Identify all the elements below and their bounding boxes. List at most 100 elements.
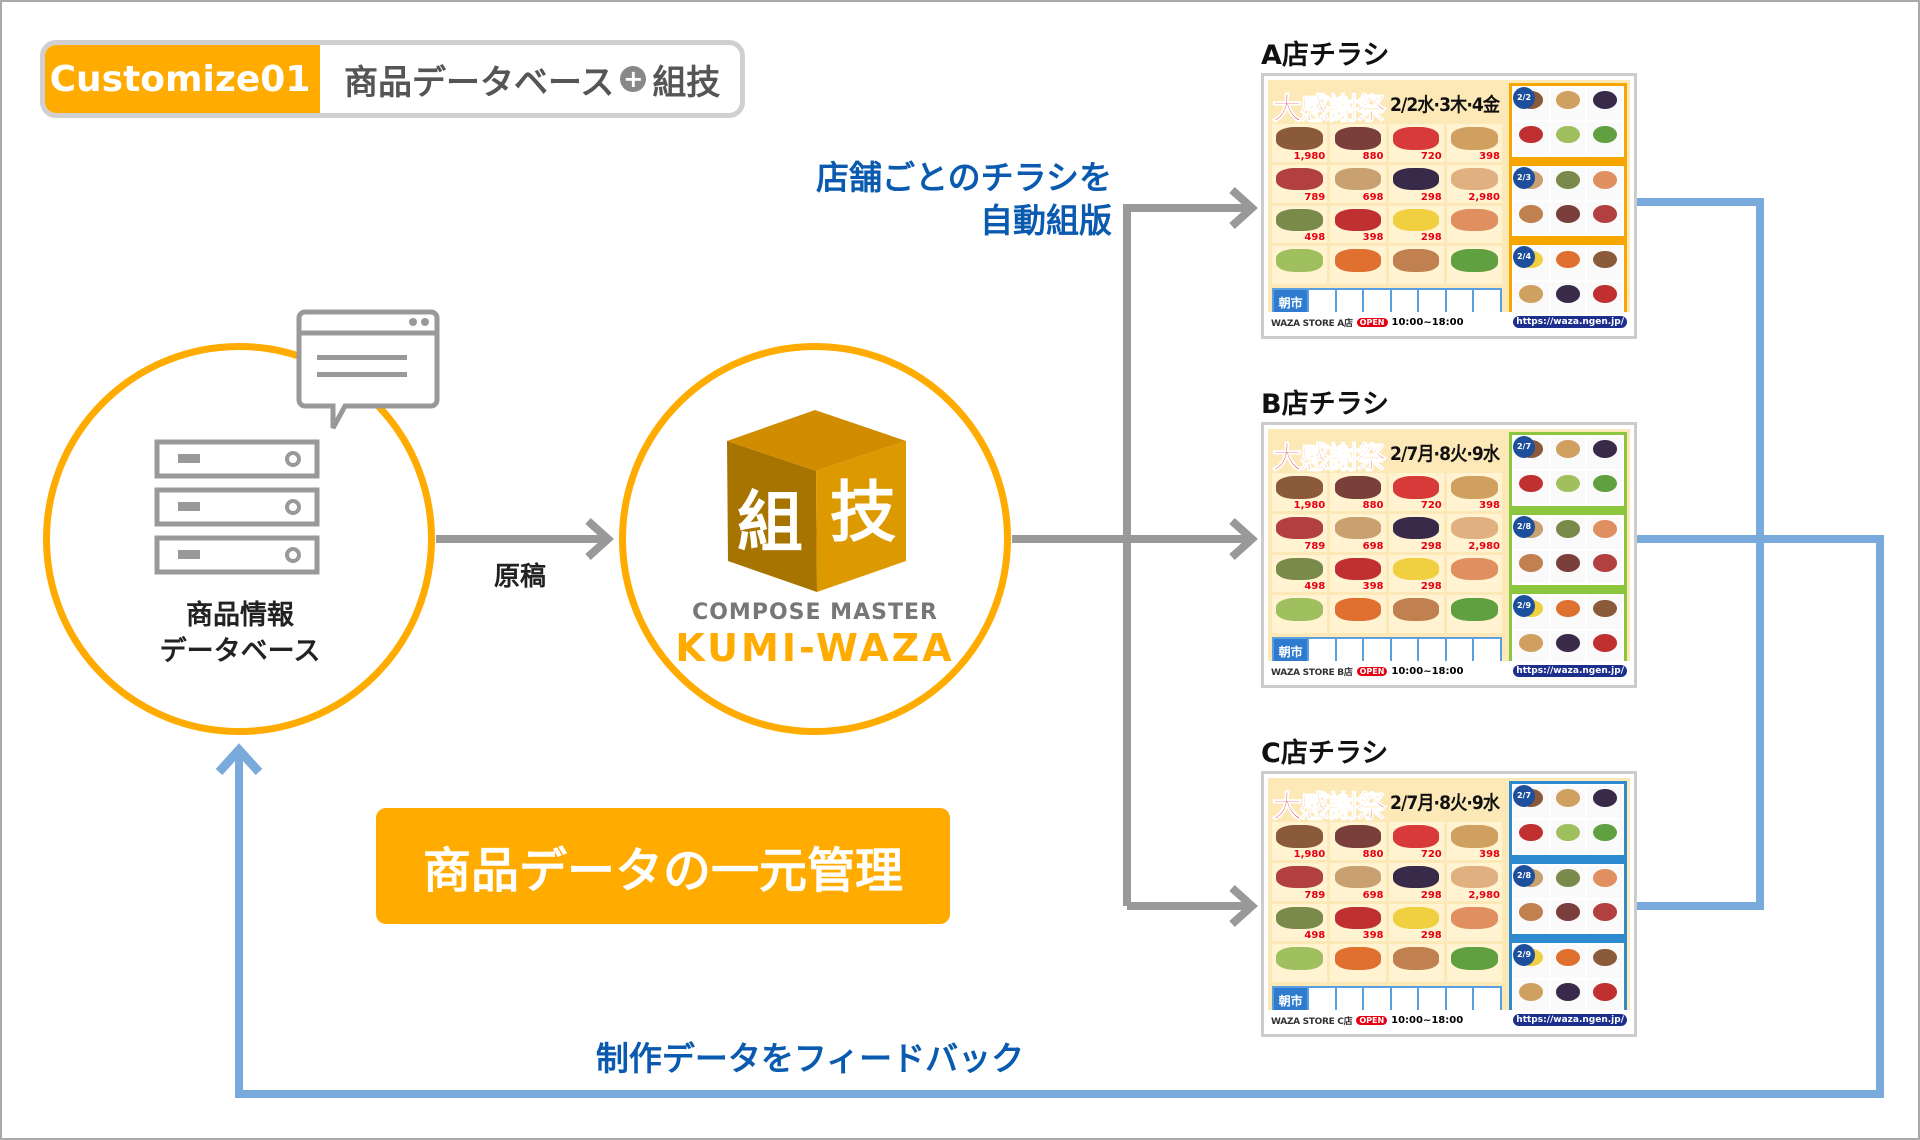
product-photo bbox=[1555, 474, 1581, 493]
open-badge: OPEN bbox=[1356, 666, 1388, 676]
store-name: WAZA STORE C店 bbox=[1271, 1016, 1353, 1027]
price-label: 2,980 bbox=[1468, 540, 1500, 552]
product-cell bbox=[1587, 122, 1622, 155]
product-photo bbox=[1334, 167, 1382, 191]
product-tile: 2,980 bbox=[1446, 513, 1502, 552]
product-cell bbox=[1514, 630, 1549, 664]
product-photo bbox=[1451, 825, 1498, 848]
product-tile: 298 bbox=[1388, 862, 1444, 901]
strip-item bbox=[1364, 988, 1390, 1014]
product-tile: 498 bbox=[1272, 554, 1328, 593]
product-tile: 498 bbox=[1272, 903, 1328, 942]
price-label: 498 bbox=[1304, 930, 1326, 942]
product-cell bbox=[1550, 596, 1586, 629]
strip-item bbox=[1419, 988, 1445, 1014]
product-photo bbox=[1334, 516, 1382, 540]
product-photo bbox=[1519, 903, 1544, 922]
product-photo bbox=[1334, 557, 1382, 581]
product-photo bbox=[1334, 906, 1382, 930]
product-cell bbox=[1587, 820, 1622, 853]
product-cell bbox=[1514, 900, 1549, 933]
product-cell bbox=[1587, 596, 1622, 629]
product-photo bbox=[1555, 982, 1581, 1001]
product-tile bbox=[1446, 205, 1502, 244]
price-label: 1,980 bbox=[1293, 499, 1326, 511]
strip-item bbox=[1336, 988, 1363, 1014]
product-tile: 698 bbox=[1330, 164, 1386, 203]
product-tile: 1,980 bbox=[1272, 822, 1328, 860]
product-cell bbox=[1587, 516, 1622, 549]
product-tile: 789 bbox=[1272, 862, 1328, 901]
product-cell bbox=[1550, 865, 1586, 898]
plus-icon: + bbox=[620, 66, 647, 92]
product-cell bbox=[1550, 247, 1586, 280]
day-badge: 2/8 bbox=[1513, 864, 1535, 887]
day-panel: 2/7 bbox=[1509, 781, 1627, 858]
product-photo bbox=[1276, 906, 1323, 930]
product-photo bbox=[1451, 127, 1498, 150]
day-panel: 2/3 bbox=[1509, 162, 1627, 240]
product-photo bbox=[1555, 170, 1581, 189]
product-tile: 720 bbox=[1388, 473, 1444, 511]
strip-item bbox=[1364, 639, 1390, 665]
speech-window-icon bbox=[296, 309, 440, 430]
database-icon bbox=[154, 309, 440, 575]
flyer-title: 大感謝祭 bbox=[1272, 441, 1387, 477]
product-photo bbox=[1276, 476, 1323, 499]
product-tile: 398 bbox=[1330, 903, 1386, 942]
store-url: https://waza.ngen.jp/ bbox=[1513, 665, 1627, 677]
product-tile: 298 bbox=[1388, 513, 1444, 552]
flyer-label: A店チラシ bbox=[1261, 40, 1390, 71]
product-tile bbox=[1446, 554, 1502, 593]
asaichi-label: 朝市 bbox=[1274, 639, 1308, 665]
product-tile bbox=[1446, 903, 1502, 942]
product-photo bbox=[1451, 249, 1498, 272]
product-photo bbox=[1592, 554, 1617, 573]
gray-arrows bbox=[436, 187, 1258, 927]
product-cell bbox=[1587, 786, 1622, 819]
price-label: 298 bbox=[1420, 581, 1442, 593]
price-label: 720 bbox=[1420, 848, 1442, 860]
price-label: 880 bbox=[1362, 848, 1384, 860]
day-badge: 2/7 bbox=[1513, 436, 1535, 458]
product-photo bbox=[1392, 598, 1440, 621]
title-tag: Customize01 商品データベース + 組技 bbox=[40, 40, 745, 118]
auto-layout-line2: 自動組版 bbox=[980, 201, 1112, 240]
product-photo bbox=[1451, 947, 1498, 970]
product-photo bbox=[1334, 598, 1382, 621]
product-photo bbox=[1392, 208, 1440, 232]
product-photo bbox=[1276, 865, 1323, 889]
price-label: 498 bbox=[1304, 581, 1326, 593]
day-badge: 2/8 bbox=[1513, 515, 1535, 538]
product-photo bbox=[1592, 91, 1617, 109]
product-tile bbox=[1446, 944, 1502, 982]
product-photo bbox=[1592, 823, 1617, 842]
product-cell bbox=[1550, 786, 1586, 819]
price-label: 1,980 bbox=[1293, 150, 1326, 162]
product-cell bbox=[1587, 167, 1622, 200]
product-tile: 880 bbox=[1330, 822, 1386, 860]
store-url: https://waza.ngen.jp/ bbox=[1513, 1014, 1627, 1026]
product-tile bbox=[1388, 246, 1444, 284]
strip-item bbox=[1419, 639, 1445, 665]
day-badge: 2/4 bbox=[1513, 246, 1535, 269]
product-photo bbox=[1592, 868, 1617, 887]
flyer-label: C店チラシ bbox=[1261, 738, 1389, 769]
feedback-label: 制作データをフィードバック bbox=[595, 1039, 1025, 1078]
product-tile: 880 bbox=[1330, 124, 1386, 162]
product-cell bbox=[1587, 865, 1622, 898]
product-photo bbox=[1555, 284, 1581, 303]
product-photo bbox=[1592, 519, 1617, 538]
day-panel: 2/8 bbox=[1509, 860, 1627, 938]
product-photo bbox=[1592, 440, 1617, 458]
strip-item bbox=[1419, 290, 1445, 316]
product-photo bbox=[1555, 633, 1581, 652]
price-label: 2,980 bbox=[1468, 889, 1500, 901]
flyer-label: B店チラシ bbox=[1261, 389, 1390, 420]
product-tile: 298 bbox=[1388, 205, 1444, 244]
product-cell bbox=[1514, 551, 1549, 584]
store-hours: 10:00~18:00 bbox=[1391, 316, 1464, 328]
store-hours: 10:00~18:00 bbox=[1391, 665, 1464, 677]
